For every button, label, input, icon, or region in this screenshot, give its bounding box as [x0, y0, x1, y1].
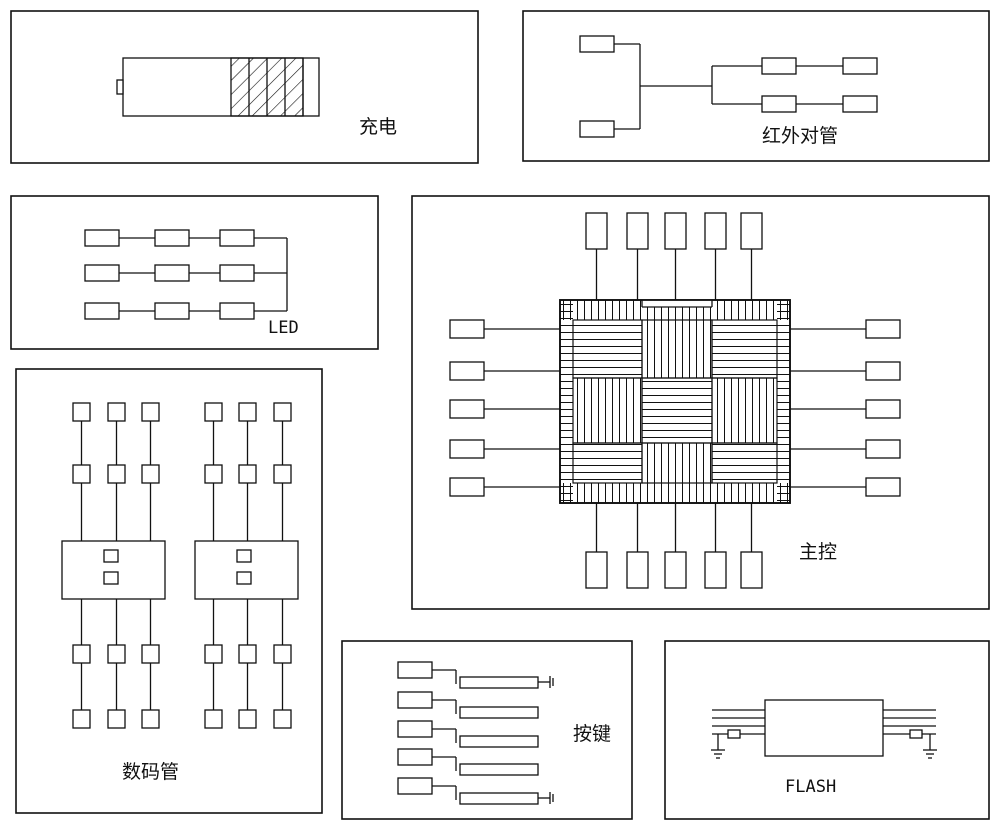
- tube-segment: [72, 402, 91, 422]
- tube-segment: [238, 644, 257, 664]
- tube-segment: [107, 709, 126, 729]
- tube-segment: [204, 644, 223, 664]
- battery-icon: [116, 57, 320, 117]
- tube-segment: [107, 644, 126, 664]
- tube-segment: [141, 644, 160, 664]
- tube-segment: [204, 464, 223, 484]
- led-resistor: [219, 229, 255, 247]
- keys-label: 按键: [573, 723, 611, 745]
- tube-segment: [273, 464, 292, 484]
- tube-segment: [107, 402, 126, 422]
- led-resistor: [219, 264, 255, 282]
- led-resistor: [154, 302, 190, 320]
- digital-tube-circuit: [61, 402, 299, 729]
- led-label: LED: [268, 318, 299, 338]
- tube-segment: [72, 464, 91, 484]
- flash-chip: [711, 699, 937, 759]
- led-resistor: [154, 264, 190, 282]
- mcu-right-pin: [865, 477, 901, 497]
- mcu-top-pin: [664, 212, 687, 250]
- keys-panel: 按键: [341, 640, 633, 820]
- mcu-top-pin: [585, 212, 608, 250]
- mcu-bottom-pin: [740, 551, 763, 589]
- led-resistor: [84, 229, 120, 247]
- mcu-left-pin: [449, 477, 485, 497]
- mcu-bottom-pin: [585, 551, 608, 589]
- infrared-panel: 红外对管: [522, 10, 990, 162]
- key-contact: [459, 763, 539, 776]
- tube-driver-pad: [103, 571, 119, 585]
- key-contact: [459, 792, 539, 805]
- charging-label: 充电: [359, 116, 397, 138]
- mcu-left-pin: [449, 439, 485, 459]
- key-array: [397, 661, 554, 805]
- tube-segment: [273, 644, 292, 664]
- tube-driver-pad: [236, 571, 252, 585]
- key-resistor: [397, 661, 433, 679]
- key-resistor: [397, 748, 433, 766]
- mcu-left-pin: [449, 319, 485, 339]
- mcu-top-pin: [740, 212, 763, 250]
- led-array: [84, 229, 288, 320]
- key-resistor: [397, 720, 433, 738]
- mcu-bottom-pin: [626, 551, 649, 589]
- tube-segment: [204, 402, 223, 422]
- mcu-chip: [559, 299, 791, 504]
- tube-segment: [238, 402, 257, 422]
- mcu-right-pin: [865, 319, 901, 339]
- tube-segment: [72, 709, 91, 729]
- tube-segment: [141, 464, 160, 484]
- tube-segment: [273, 709, 292, 729]
- flash-label: FLASH: [785, 777, 836, 797]
- charging-panel: 充电: [10, 10, 479, 164]
- infrared-label: 红外对管: [762, 125, 838, 147]
- mcu-right-pin: [865, 439, 901, 459]
- main-control-label: 主控: [799, 541, 837, 563]
- mcu-pins: [449, 212, 901, 589]
- mcu-right-pin: [865, 361, 901, 381]
- tube-segment: [238, 709, 257, 729]
- digital-tube-panel: 数码管: [15, 368, 323, 814]
- led-resistor: [84, 264, 120, 282]
- led-resistor: [219, 302, 255, 320]
- mcu-bottom-pin: [664, 551, 687, 589]
- tube-segment: [72, 644, 91, 664]
- main-control-panel: 主控: [411, 195, 990, 610]
- key-contact: [459, 676, 539, 689]
- tube-segment: [238, 464, 257, 484]
- key-contact: [459, 706, 539, 719]
- mcu-top-pin: [704, 212, 727, 250]
- tube-segment: [204, 709, 223, 729]
- key-contact: [459, 735, 539, 748]
- flash-panel: FLASH: [664, 640, 990, 820]
- tube-segment: [141, 402, 160, 422]
- tube-driver-pad: [103, 549, 119, 563]
- mcu-left-pin: [449, 361, 485, 381]
- key-resistor: [397, 777, 433, 795]
- infrared-circuit: [579, 35, 878, 138]
- mcu-top-pin: [626, 212, 649, 250]
- led-resistor: [84, 302, 120, 320]
- tube-driver-pad: [236, 549, 252, 563]
- tube-segment: [107, 464, 126, 484]
- mcu-bottom-pin: [704, 551, 727, 589]
- tube-segment: [273, 402, 292, 422]
- mcu-left-pin: [449, 399, 485, 419]
- led-resistor: [154, 229, 190, 247]
- tube-segment: [141, 709, 160, 729]
- digital-tube-label: 数码管: [122, 761, 179, 783]
- led-panel: LED: [10, 195, 379, 350]
- mcu-right-pin: [865, 399, 901, 419]
- key-resistor: [397, 691, 433, 709]
